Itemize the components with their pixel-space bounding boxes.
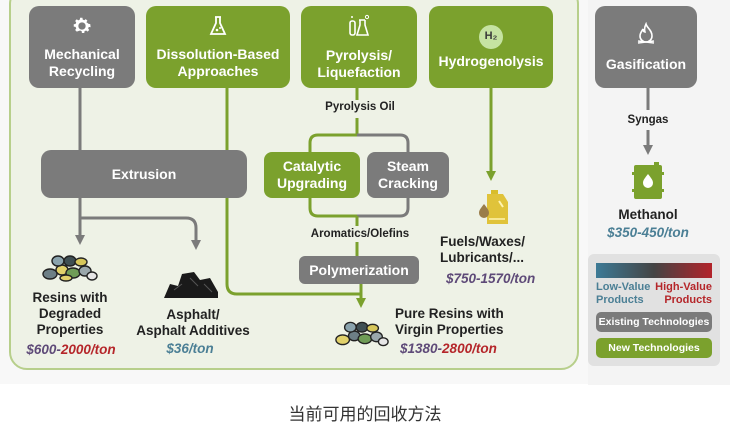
- merge-right: [357, 198, 410, 218]
- catalytic-upgrading-box: Catalytic Upgrading: [264, 152, 360, 198]
- split-left: [308, 133, 357, 152]
- asphalt-pile-icon: [160, 266, 222, 305]
- steam-cracking-box: Steam Cracking: [367, 152, 449, 198]
- asphalt-label: Asphalt/ Asphalt Additives: [136, 307, 250, 339]
- asphalt-price: $36/ton: [166, 341, 214, 356]
- fire-icon: [635, 21, 657, 52]
- split-right: [357, 133, 410, 152]
- aromatics-olefins-label: Aromatics/Olefins: [310, 228, 410, 240]
- pyrolysis-oil-label: Pyrolysis Oil: [325, 101, 395, 113]
- legend-new-technologies: New Technologies: [596, 338, 712, 358]
- legend-low-value: Low-Value Products: [596, 281, 651, 306]
- hydrogenolysis-box: H₂ Hydrogenolysis: [429, 6, 553, 88]
- dissolution-to-virgin: [225, 88, 366, 308]
- figure-caption: 当前可用的回收方法: [288, 405, 442, 425]
- pyrolysis-box: Pyrolysis/ Liquefaction: [301, 6, 417, 88]
- legend: Low-Value Products High-Value Products E…: [588, 254, 720, 366]
- fuels-price: $750-1570/ton: [446, 271, 536, 286]
- merge-left: [308, 198, 357, 218]
- extrusion-box: Extrusion: [41, 150, 247, 198]
- flask-icon: [208, 15, 228, 43]
- gasification-box: Gasification: [595, 6, 697, 88]
- oil-jug-icon: [476, 189, 510, 232]
- lab-glassware-icon: [347, 14, 371, 44]
- mechanical-recycling-label: Mechanical Recycling: [44, 46, 120, 79]
- hydrogenolysis-label: Hydrogenolysis: [438, 52, 544, 69]
- resin-pellets-icon: [40, 252, 100, 287]
- steam-cracking-label: Steam Cracking: [378, 158, 438, 191]
- barrel-icon: [632, 162, 664, 205]
- extrusion-label: Extrusion: [111, 165, 177, 182]
- h2-icon: H₂: [479, 24, 503, 49]
- gear-icon: [71, 15, 93, 43]
- value-gradient-bar: [596, 263, 712, 278]
- methanol-label: Methanol: [618, 207, 678, 222]
- polymerization-box: Polymerization: [299, 256, 419, 284]
- legend-high-value: High-Value Products: [655, 281, 712, 306]
- degraded-resins-price: $600-2000/ton: [26, 342, 116, 357]
- mechanical-recycling-box: Mechanical Recycling: [29, 6, 135, 88]
- extrusion-to-asphalt: [80, 216, 201, 250]
- diagram-canvas: Mechanical Recycling Dissolution-Based A…: [9, 0, 730, 385]
- dissolution-label: Dissolution-Based Approaches: [156, 46, 280, 79]
- dissolution-box: Dissolution-Based Approaches: [146, 6, 290, 88]
- polymerization-label: Polymerization: [309, 261, 409, 278]
- legend-existing-technologies: Existing Technologies: [596, 312, 712, 332]
- resin-pellets-icon: [333, 318, 391, 353]
- flow-connectors: [75, 88, 653, 308]
- fuels-label: Fuels/Waxes/ Lubricants/...: [440, 234, 526, 266]
- gasification-label: Gasification: [605, 55, 687, 72]
- syngas-label: Syngas: [627, 114, 669, 126]
- virgin-resins-label: Pure Resins with Virgin Properties: [395, 306, 504, 338]
- degraded-resins-label: Resins with Degraded Properties: [32, 290, 108, 338]
- methanol-price: $350-450/ton: [607, 225, 689, 240]
- virgin-resins-price: $1380-2800/ton: [400, 341, 497, 356]
- catalytic-upgrading-label: Catalytic Upgrading: [277, 158, 347, 191]
- pyrolysis-label: Pyrolysis/ Liquefaction: [317, 47, 401, 80]
